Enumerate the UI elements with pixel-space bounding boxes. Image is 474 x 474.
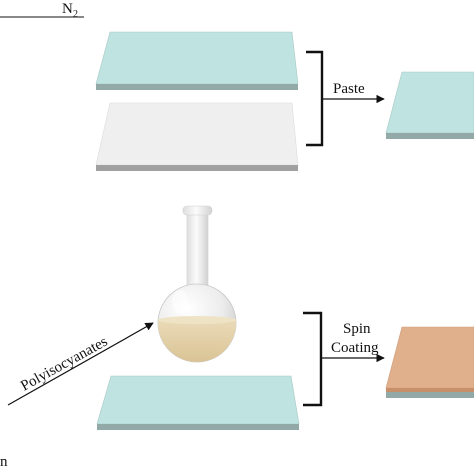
cropped-caption-fragment: n [0,454,8,470]
coated-layer-face [385,326,474,389]
result-edge [386,133,474,139]
paste-bracket: Paste [306,50,385,147]
paste-bracket-line [306,50,324,147]
coated-layer-edge [386,388,474,392]
sheet-edge [96,165,298,171]
coated-substrate-edge [386,392,474,398]
spin-bracket-line [303,311,323,407]
spin-label-line2: Coating [331,340,379,356]
flask-lip [182,205,213,216]
nitrogen-subscript: 2 [73,9,78,20]
spin-coating-bracket: Spin Coating [303,311,385,407]
top-substrate-upper [95,31,299,90]
flask-highlight [172,290,188,314]
result-face [385,71,474,134]
spin-label-line1: Spin [343,321,371,337]
round-bottom-flask [157,205,237,363]
paste-label: Paste [333,81,365,97]
flask-neck [186,212,209,290]
sheet-face [95,102,299,166]
coated-result-substrate [385,326,474,398]
reagent-label: Polyisocyanates [18,334,110,395]
pasted-result-substrate [385,71,474,139]
bottom-substrate-edge [97,424,299,430]
white-sheet [95,102,299,171]
bottom-substrate-face [96,375,300,425]
flask-liquid-surface [158,316,236,324]
nitrogen-symbol: N [62,1,73,17]
substrate-face [95,31,299,85]
reagent-arrow [7,322,154,406]
flask-liquid [158,319,236,362]
nitrogen-label: N 2 [0,1,84,20]
substrate-edge [96,84,298,90]
bottom-substrate [96,375,300,430]
